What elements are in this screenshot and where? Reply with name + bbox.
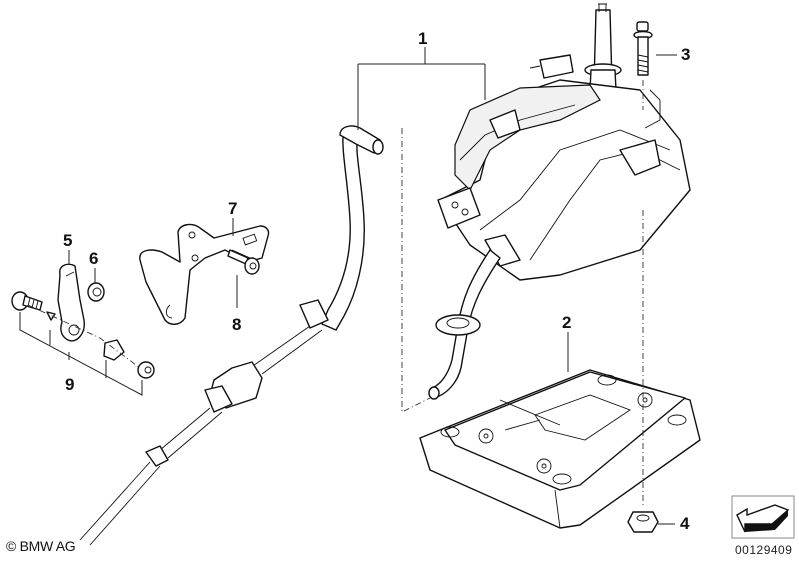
arrow-down-left-icon[interactable] [731, 495, 795, 539]
callout-6[interactable]: 6 [89, 249, 99, 268]
callout-9[interactable]: 9 [65, 375, 75, 394]
bushing[interactable] [87, 282, 105, 302]
callout-3[interactable]: 3 [681, 45, 691, 64]
callout-1[interactable]: 1 [418, 29, 428, 48]
hex-bolt[interactable] [227, 249, 260, 275]
callout-5[interactable]: 5 [63, 231, 73, 250]
leader-lines [19, 47, 677, 525]
callout-2[interactable]: 2 [562, 313, 572, 332]
callout-8[interactable]: 8 [232, 315, 242, 334]
callout-4[interactable]: 4 [680, 514, 690, 533]
shifter-mechanism[interactable] [437, 3, 691, 281]
shift-cable[interactable] [79, 125, 384, 546]
bolt[interactable] [633, 21, 653, 76]
base-plate[interactable] [419, 369, 701, 529]
callout-7[interactable]: 7 [228, 199, 238, 218]
hex-nut[interactable] [627, 511, 659, 533]
holding-bracket[interactable] [139, 223, 270, 325]
image-number: 00129409 [735, 543, 793, 557]
repair-kit[interactable] [11, 291, 155, 379]
selector-cable[interactable] [428, 249, 501, 400]
copyright-label: © BMW AG [6, 538, 76, 554]
